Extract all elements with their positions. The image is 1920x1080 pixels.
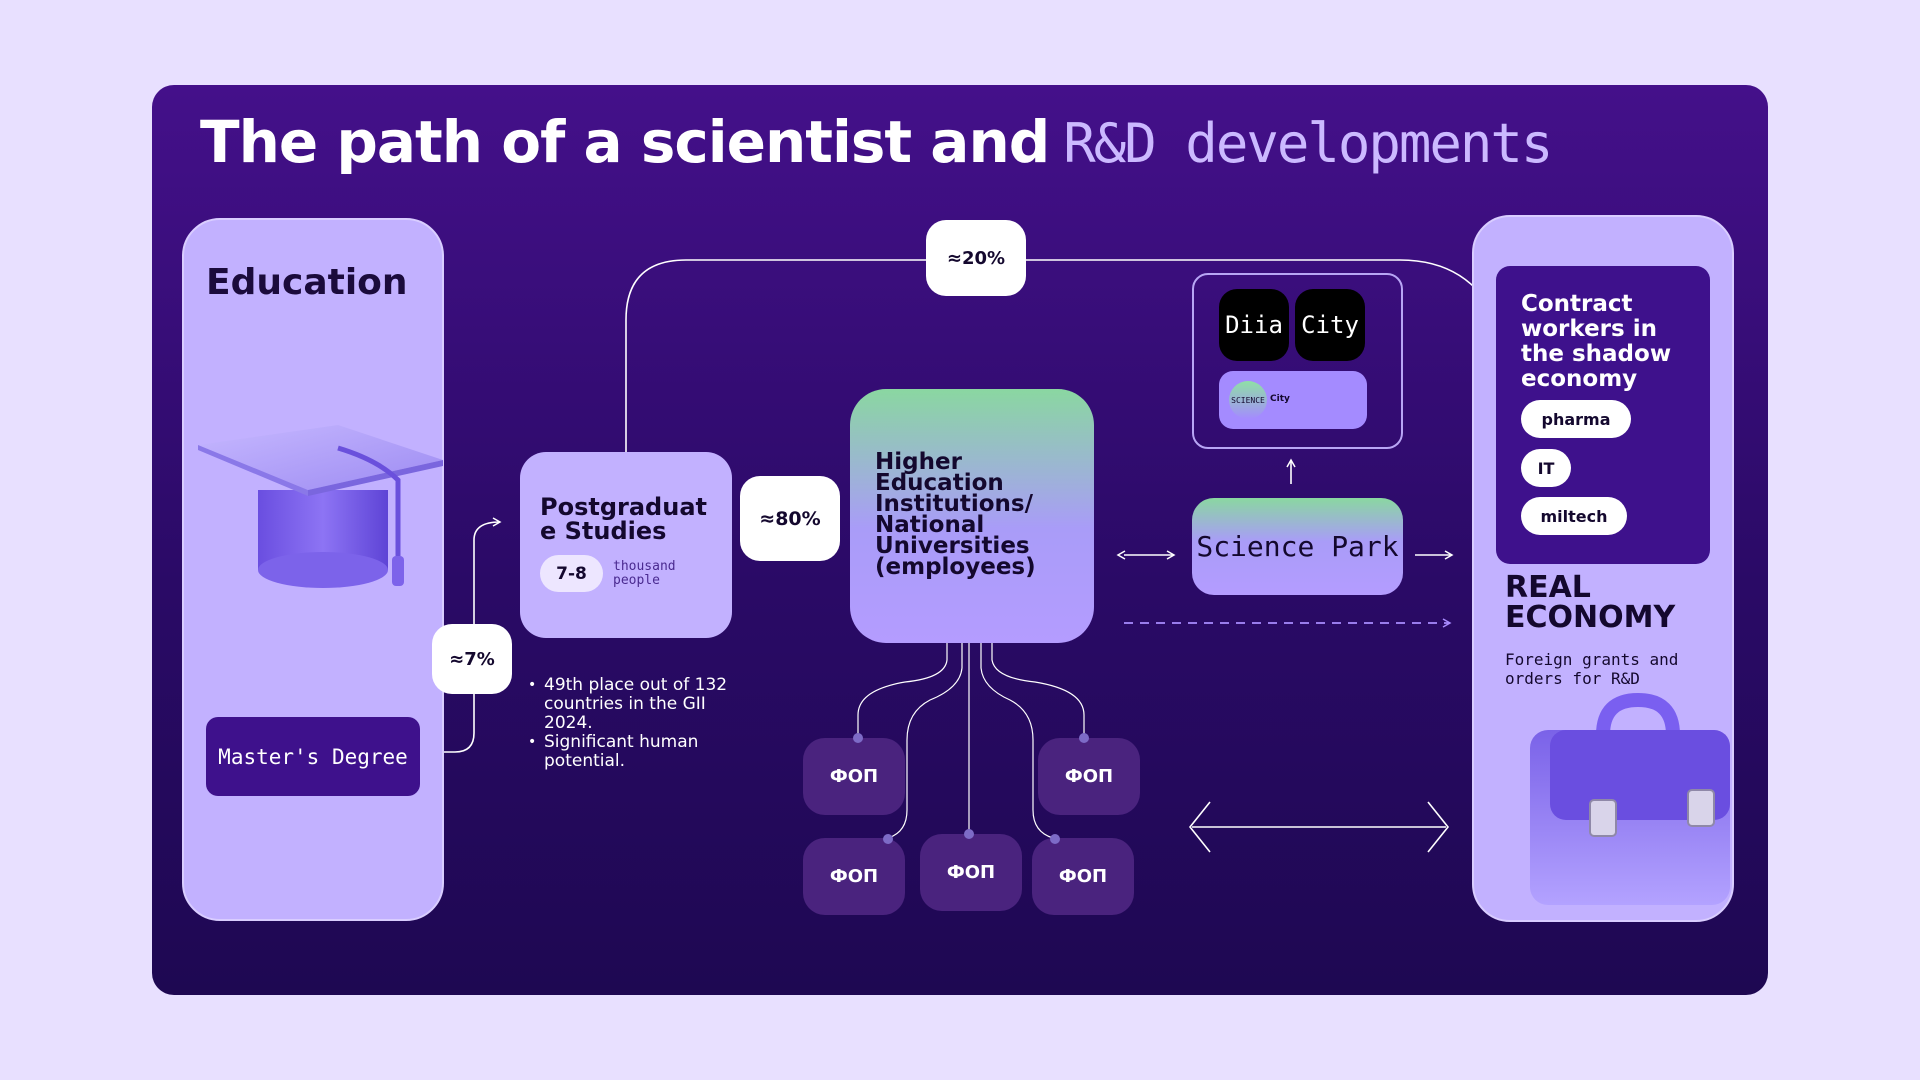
graduation-cap-icon: [198, 425, 443, 588]
science-city-label: City: [1270, 394, 1290, 404]
diia-tile: Diia: [1219, 289, 1289, 361]
postgrad-count-unit: thousand people: [613, 559, 676, 588]
pct-20-badge: ≈20%: [926, 220, 1026, 296]
real-economy-title: REAL ECONOMY: [1505, 573, 1675, 633]
real-economy-title-line2: ECONOMY: [1505, 600, 1676, 635]
fop-box: ФОП: [803, 738, 905, 815]
tag-miltech: miltech: [1521, 497, 1627, 535]
fop-box: ФОП: [1032, 838, 1134, 915]
education-title: Education: [206, 262, 408, 303]
real-economy-subtitle: Foreign grants and orders for R&D: [1505, 650, 1679, 688]
hei-title: Higher Education Institutions/ National …: [875, 449, 1036, 580]
postgrad-bullets: 49th place out of 132 countries in the G…: [528, 676, 758, 771]
connector-dot: [883, 834, 893, 844]
title-main: The path of a scientist and: [200, 108, 1050, 176]
connector-dot: [1050, 834, 1060, 844]
connector-dot: [1079, 733, 1089, 743]
masters-degree-box: Master's Degree: [206, 717, 420, 796]
tag-it: IT: [1521, 449, 1571, 487]
fop-box: ФОП: [803, 838, 905, 915]
postgrad-count-badge: 7-8: [540, 555, 603, 592]
contract-workers-title: Contract workers in the shadow economy: [1521, 291, 1672, 392]
connector-dot: [853, 733, 863, 743]
fop-box: ФОП: [920, 834, 1022, 911]
connector-dot: [964, 829, 974, 839]
tag-pharma: pharma: [1521, 400, 1631, 438]
masters-to-postgrad-line: [420, 517, 502, 753]
bullet-item: 49th place out of 132 countries in the G…: [528, 676, 758, 733]
briefcase-icon: [1530, 692, 1730, 905]
postgrad-title: Postgraduate Studies: [540, 493, 707, 545]
science-park-box: Science Park: [1192, 498, 1403, 595]
science-icon: SCIENCE: [1229, 381, 1267, 419]
hei-card: [850, 389, 1094, 643]
bullet-item: Significant human potential.: [528, 733, 758, 771]
diia-city-frame: [1192, 273, 1403, 449]
real-economy-title-line1: REAL: [1505, 570, 1591, 605]
pct-80-badge: ≈80%: [740, 476, 840, 561]
title-accent: R&D developments: [1063, 112, 1553, 175]
pct-7-badge: ≈7%: [432, 624, 512, 694]
postgrad-card: [520, 452, 732, 638]
city-tile: City: [1295, 289, 1365, 361]
fop-box: ФОП: [1038, 738, 1140, 815]
